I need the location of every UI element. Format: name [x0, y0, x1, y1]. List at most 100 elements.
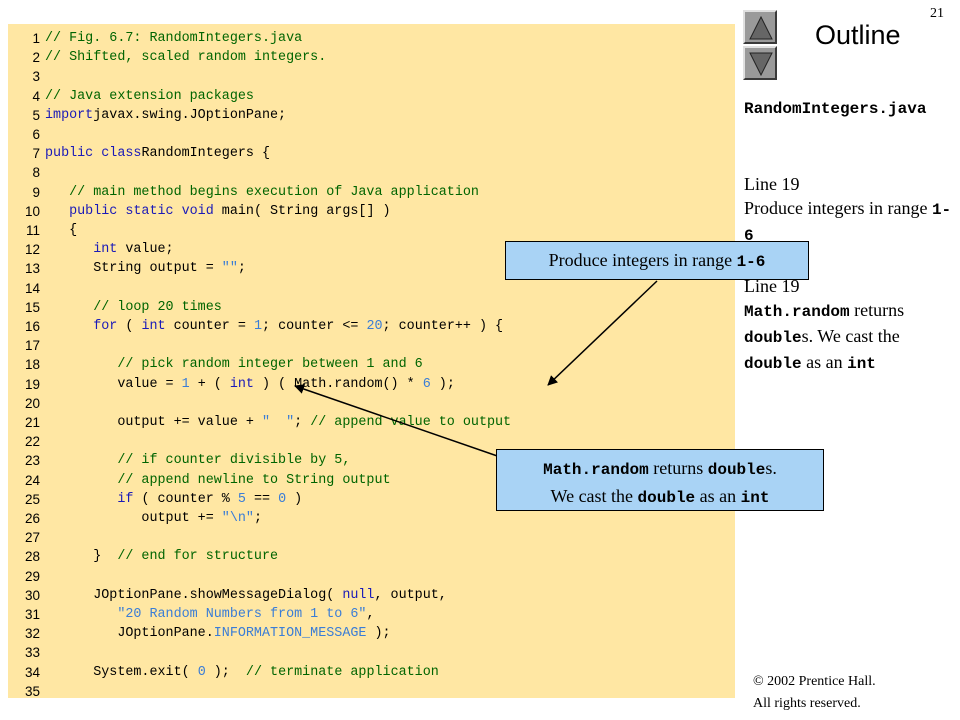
code-token: ; counter++ ) {: [382, 319, 504, 334]
code-line: 28 } // end for structure: [8, 547, 735, 566]
code-line: 6: [8, 125, 735, 144]
code-comment: // end for structure: [117, 549, 279, 565]
code-text: // loop 20 times: [45, 298, 222, 317]
code-line: 35: [8, 682, 735, 701]
code-comment: // append value to output: [310, 415, 512, 430]
line-number: 1: [32, 31, 40, 46]
code-token: ;: [237, 261, 246, 277]
slide-number: 21: [930, 6, 944, 21]
code-text: JOptionPane.INFORMATION_MESSAGE );: [45, 624, 390, 643]
side-note-line-ref: Line 19: [744, 174, 800, 194]
line-number: 2: [32, 50, 40, 66]
code-token: ==: [245, 491, 279, 507]
code-line: 21 output += value + " "; // append valu…: [8, 413, 735, 432]
code-token: [45, 319, 93, 334]
code-token: ): [286, 491, 303, 507]
code-text: String output = "";: [45, 259, 246, 278]
code-text: // Shifted, scaled random integers.: [45, 48, 326, 67]
code-token: [45, 607, 117, 622]
code-line: 12 int value;: [8, 240, 735, 259]
callout-math-random: Math.random returns doubles. We cast the…: [496, 449, 824, 511]
code-token: value =: [45, 376, 182, 392]
code-line: 30 JOptionPane.showMessageDialog( null, …: [8, 586, 735, 605]
code-token: }: [45, 549, 118, 565]
code-comment: // terminate application: [245, 664, 439, 680]
line-number: 23: [24, 453, 40, 469]
line-number: 12: [24, 242, 40, 258]
code-literal: 1: [181, 376, 190, 392]
line-number: 27: [24, 530, 40, 546]
code-keyword: public class: [45, 146, 142, 162]
next-slide-button[interactable]: [743, 46, 777, 80]
code-token: main( String args[] ): [213, 203, 391, 219]
code-text: // if counter divisible by 5,: [45, 451, 350, 470]
code-token: );: [205, 664, 246, 680]
code-token: ( counter %: [133, 491, 238, 507]
code-token: output +=: [45, 511, 222, 526]
code-literal: 20: [366, 319, 383, 334]
code-token: [45, 473, 117, 488]
file-name: RandomIntegers.java: [744, 100, 927, 118]
code-token: , output,: [374, 587, 447, 603]
code-token: [45, 242, 93, 257]
callout-2-line-2: We cast the double as an int: [550, 486, 770, 507]
line-number: 8: [32, 165, 40, 181]
code-line: 1 // Fig. 6.7: RandomIntegers.java: [8, 29, 735, 48]
code-line: 13 String output = "";: [8, 259, 735, 278]
line-number: 20: [24, 395, 40, 411]
side-note-produce-desc: Produce integers in range 1-6: [744, 198, 952, 245]
code-line: 32 JOptionPane.INFORMATION_MESSAGE );: [8, 624, 735, 643]
line-number: 11: [25, 223, 40, 238]
code-line: 4// Java extension packages: [8, 87, 735, 106]
line-number: 26: [24, 511, 40, 526]
code-text: public static void main( String args[] ): [45, 202, 391, 221]
callout-produce-range: Produce integers in range 1-6: [505, 241, 809, 280]
code-line: 3: [8, 67, 735, 86]
code-text: JOptionPane.showMessageDialog( null, out…: [45, 586, 447, 605]
code-token: [45, 453, 117, 468]
code-token: [45, 492, 117, 507]
code-text: System.exit( 0 ); // terminate applicati…: [45, 663, 439, 682]
line-number: 32: [24, 626, 40, 642]
code-token: RandomIntegers {: [141, 146, 271, 162]
code-text: if ( counter % 5 == 0 ): [45, 490, 302, 509]
code-literal: " ": [261, 415, 295, 430]
code-keyword: int: [93, 242, 118, 258]
code-comment: // pick random integer between 1 and 6: [117, 357, 423, 373]
code-line: 29: [8, 567, 735, 586]
code-line: 22: [8, 432, 735, 451]
code-token: System.exit(: [45, 664, 198, 680]
code-literal: "\n": [221, 511, 254, 526]
code-line: 17: [8, 336, 735, 355]
line-number: 29: [24, 568, 40, 584]
code-line: 14: [8, 279, 735, 298]
line-number: 17: [24, 338, 40, 354]
line-number: 35: [24, 683, 40, 699]
previous-slide-button[interactable]: [743, 10, 777, 44]
code-comment: // append newline to String output: [117, 472, 391, 488]
line-number: 14: [24, 280, 40, 296]
code-comment: // Java extension packages: [45, 88, 254, 104]
code-keyword: for: [93, 319, 118, 334]
line-number: 7: [32, 146, 40, 162]
down-arrow-icon: [749, 52, 773, 77]
code-line: 2 // Shifted, scaled random integers.: [8, 48, 735, 67]
code-text: importjavax.swing.JOptionPane;: [45, 106, 286, 125]
code-comment: // if counter divisible by 5,: [117, 453, 351, 469]
line-number: 21: [24, 415, 40, 430]
code-token: + (: [189, 376, 230, 392]
code-line: 15 // loop 20 times: [8, 298, 735, 317]
code-token: );: [430, 376, 455, 392]
code-keyword: int: [141, 319, 166, 334]
line-number: 10: [24, 203, 40, 219]
line-number: 31: [24, 607, 40, 622]
code-line: 16 for ( int counter = 1; counter <= 20;…: [8, 317, 735, 336]
code-comment: // main method begins execution of Java …: [69, 184, 479, 200]
code-line: 20: [8, 394, 735, 413]
code-comment: // Fig. 6.7: RandomIntegers.java: [45, 31, 303, 46]
code-line: 8: [8, 163, 735, 182]
code-text: value = 1 + ( int ) ( Math.random() * 6 …: [45, 375, 455, 394]
code-token: output += value +: [45, 415, 262, 430]
code-text: output += value + " "; // append value t…: [45, 413, 511, 432]
code-line: 11 {: [8, 221, 735, 240]
